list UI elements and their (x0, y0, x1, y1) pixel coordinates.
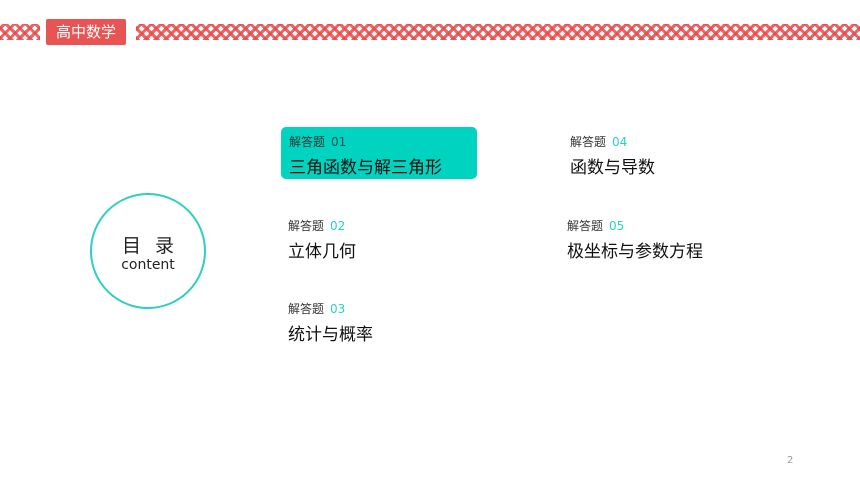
toc-title: 目录 (121, 235, 188, 257)
item-label: 解答题 05 (567, 217, 624, 234)
item-label-text: 解答题 (289, 135, 326, 149)
item-label-text: 解答题 (288, 219, 325, 233)
item-label: 解答题 01 (289, 133, 346, 150)
item-label-text: 解答题 (570, 135, 607, 149)
decorative-pattern-left (0, 24, 40, 40)
subject-badge: 高中数学 (46, 19, 126, 45)
toc-subtitle: content (121, 257, 175, 273)
item-number: 03 (330, 302, 346, 316)
toc-circle: 目录 content (90, 193, 206, 309)
item-label-text: 解答题 (567, 219, 604, 233)
item-title: 统计与概率 (288, 325, 373, 345)
item-label-text: 解答题 (288, 302, 325, 316)
item-title: 三角函数与解三角形 (289, 158, 442, 178)
item-number: 01 (331, 135, 347, 149)
toc-item-02[interactable]: 解答题 02 立体几何 (280, 211, 460, 263)
toc-item-05[interactable]: 解答题 05 极坐标与参数方程 (559, 211, 749, 263)
item-title: 立体几何 (288, 242, 356, 262)
item-number: 05 (609, 219, 625, 233)
toc-item-01[interactable]: 解答题 01 三角函数与解三角形 (281, 127, 477, 179)
toc-item-04[interactable]: 解答题 04 函数与导数 (562, 127, 742, 179)
item-label: 解答题 02 (288, 217, 345, 234)
item-title: 极坐标与参数方程 (567, 242, 703, 262)
item-title: 函数与导数 (570, 158, 655, 178)
page-number: 2 (787, 455, 794, 466)
item-label: 解答题 03 (288, 300, 345, 317)
item-number: 02 (330, 219, 346, 233)
toc-item-03[interactable]: 解答题 03 统计与概率 (280, 294, 460, 346)
item-label: 解答题 04 (570, 133, 627, 150)
item-number: 04 (612, 135, 628, 149)
decorative-pattern-right (136, 24, 860, 40)
